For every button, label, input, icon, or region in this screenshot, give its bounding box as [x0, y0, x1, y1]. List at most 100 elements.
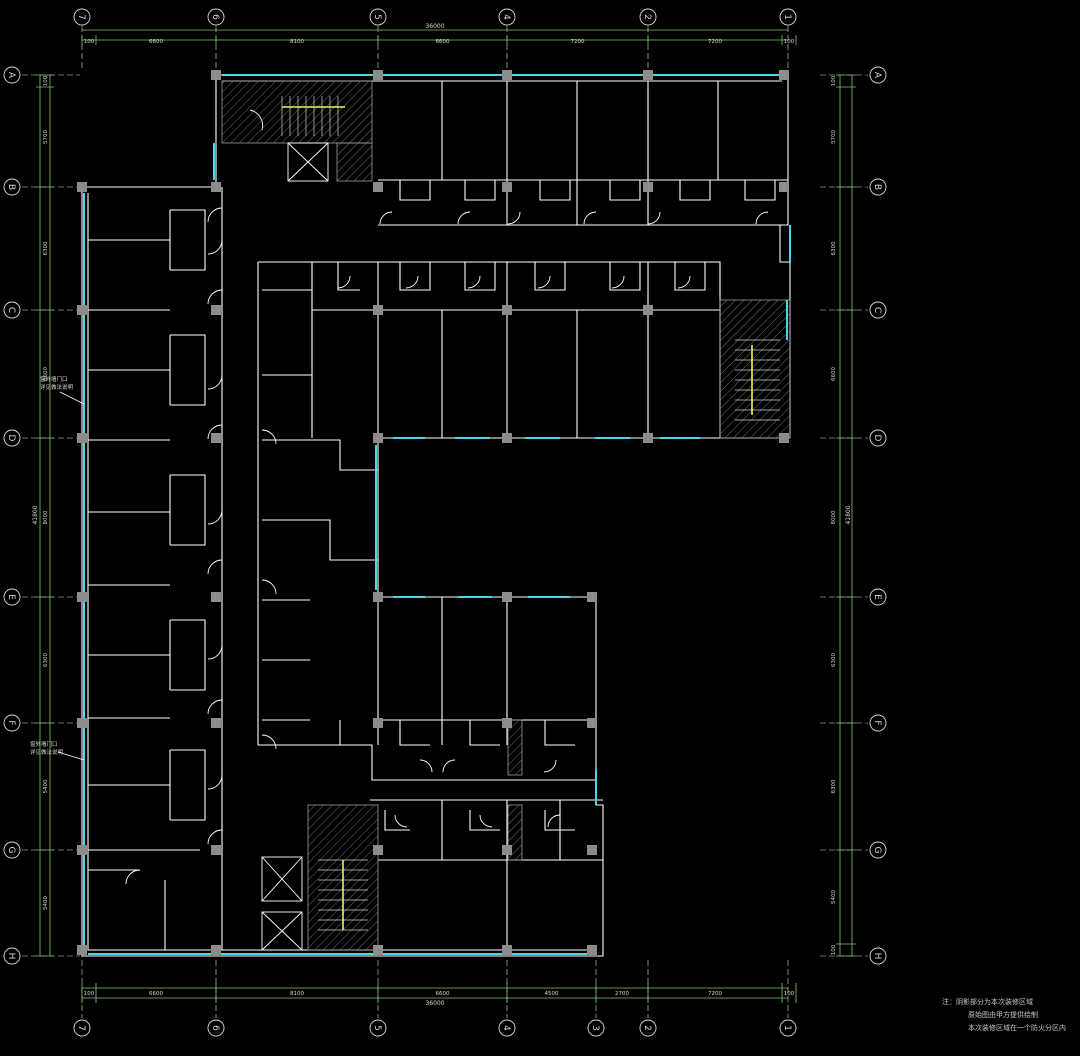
- svg-text:2: 2: [642, 1025, 652, 1031]
- svg-text:7: 7: [76, 14, 86, 20]
- column-38: [211, 945, 221, 955]
- svg-text:B: B: [872, 184, 882, 190]
- column-19: [502, 433, 512, 443]
- svg-text:6: 6: [210, 1025, 220, 1031]
- top-dim-3: 6600: [436, 39, 450, 45]
- column-25: [502, 592, 512, 602]
- note-line-2: 原始图由甲方提供绘制: [968, 1011, 1038, 1019]
- right-total-dimension: 41800: [845, 505, 852, 524]
- top-total-dimension: 36000: [425, 23, 444, 30]
- axis-top-5: 5: [369, 8, 387, 70]
- top-dim-5: 7200: [708, 39, 722, 45]
- column-10: [779, 182, 789, 192]
- left-dim-6: 5400: [43, 779, 49, 793]
- axis-top-2: 2: [639, 8, 657, 70]
- side-annotations: 窗外墙门口 详见做法说明 窗外墙门口 详见做法说明: [30, 375, 85, 761]
- column-34: [373, 845, 383, 855]
- svg-text:G: G: [872, 847, 882, 854]
- svg-text:F: F: [872, 720, 882, 725]
- right-dim-0: 100: [831, 75, 837, 86]
- column-29: [373, 718, 383, 728]
- svg-text:C: C: [872, 307, 882, 313]
- column-15: [77, 305, 87, 315]
- bottom-total-dimension: 36000: [425, 1000, 444, 1007]
- svg-text:1: 1: [782, 14, 792, 20]
- svg-text:H: H: [6, 953, 16, 960]
- bottom-dimension-chain: [82, 987, 788, 999]
- column-1: [373, 70, 383, 80]
- column-36: [587, 845, 597, 855]
- bottom-dim-0: 100: [84, 991, 95, 997]
- structural-columns: [77, 70, 789, 955]
- top-dim-0: 100: [84, 39, 95, 45]
- bottom-dim-7: 100: [784, 991, 795, 997]
- svg-text:7: 7: [76, 1025, 86, 1031]
- column-39: [373, 945, 383, 955]
- bottom-dim-2: 8100: [290, 991, 304, 997]
- column-35: [502, 845, 512, 855]
- bottom-dim-1: 6600: [149, 991, 163, 997]
- right-dim-1: 5700: [831, 130, 837, 144]
- left-dim-1: 5700: [43, 130, 49, 144]
- column-27: [77, 718, 87, 728]
- top-dim-6: 100: [784, 39, 795, 45]
- axis-top-4: 4: [498, 8, 516, 70]
- bottom-dim-6: 7200: [708, 991, 722, 997]
- column-32: [77, 845, 87, 855]
- svg-text:C: C: [6, 307, 16, 313]
- column-26: [587, 592, 597, 602]
- column-11: [211, 305, 221, 315]
- column-6: [211, 182, 221, 192]
- left-dim-2: 6300: [43, 241, 49, 255]
- top-dim-1: 6600: [149, 39, 163, 45]
- top-dimension-chain: [82, 29, 788, 41]
- left-dim-7: 5400: [43, 896, 49, 910]
- left-dim-4: 8000: [43, 510, 49, 524]
- right-dimension-chain: [839, 75, 853, 956]
- axis-top-6: 6: [207, 8, 225, 70]
- column-13: [502, 305, 512, 315]
- note-line-1: 注：阴影部分为本次装修区域: [942, 998, 1033, 1006]
- svg-text:H: H: [872, 953, 882, 960]
- column-22: [77, 592, 87, 602]
- svg-text:D: D: [872, 435, 882, 442]
- building-walls: [81, 74, 791, 957]
- svg-text:2: 2: [642, 14, 652, 20]
- axis-top-7: 7: [73, 8, 91, 70]
- svg-text:1: 1: [782, 1025, 792, 1031]
- column-0: [211, 70, 221, 80]
- column-7: [373, 182, 383, 192]
- svg-text:F: F: [6, 720, 16, 725]
- column-40: [502, 945, 512, 955]
- side-label-2-line1: 窗外墙门口: [30, 740, 58, 748]
- svg-text:A: A: [872, 72, 882, 79]
- right-dim-4: 8000: [831, 510, 837, 524]
- elevator-shafts: [261, 142, 329, 951]
- right-dim-8: 100: [831, 944, 837, 955]
- right-dim-6: 6300: [831, 779, 837, 793]
- svg-text:6: 6: [210, 14, 220, 20]
- side-label-2-line2: 详见做法说明: [30, 748, 64, 756]
- svg-text:B: B: [6, 184, 16, 190]
- window-lines: [83, 74, 791, 955]
- svg-text:5: 5: [372, 1025, 382, 1031]
- svg-text:5: 5: [372, 14, 382, 20]
- column-8: [502, 182, 512, 192]
- side-label-1-line1: 窗外墙门口: [40, 375, 68, 383]
- column-16: [77, 433, 87, 443]
- column-17: [211, 433, 221, 443]
- note-line-3: 本次装修区域在一个防火分区内: [968, 1024, 1066, 1032]
- right-dim-3: 6600: [831, 367, 837, 381]
- column-18: [373, 433, 383, 443]
- column-3: [643, 70, 653, 80]
- column-24: [373, 592, 383, 602]
- left-dim-0: 100: [43, 75, 49, 86]
- column-5: [77, 182, 87, 192]
- top-dim-4: 7200: [571, 39, 585, 45]
- bottom-dim-3: 6600: [436, 991, 450, 997]
